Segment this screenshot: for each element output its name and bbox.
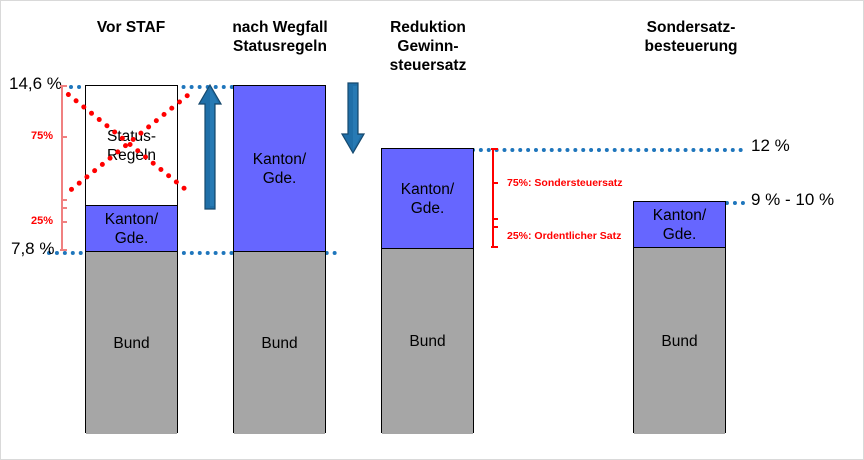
guide-label-12: 12 % [751,136,790,155]
arrow-up-icon [198,84,222,210]
column-title-sondersatz: Sondersatz- besteuerung [644,19,738,55]
bracket-mid [491,148,500,248]
bar-segment-kanton-gde: Kanton/ Gde. [634,202,725,248]
arrow-down-icon [341,82,365,154]
axis-label-top: 14,6 % [9,74,62,93]
bar-segment-bund: Bund [382,249,473,434]
bar-segment-bund: Bund [86,252,177,434]
bar-segment-kanton-gde: Kanton/ Gde. [234,86,325,252]
bar-segment-kanton-gde: Kanton/ Gde. [382,149,473,249]
bar-segment-status-regeln: Status- Regeln [86,86,177,206]
bracket-left [60,85,69,251]
bar-sondersatz: Kanton/ Gde. Bund [633,201,726,434]
bar-segment-kanton-gde: Kanton/ Gde. [86,206,177,252]
bar-reduktion: Kanton/ Gde. Bund [381,148,474,434]
bar-vor-staf: Status- Regeln Kanton/ Gde. Bund [85,85,178,434]
bracket-left-label-75: 75% [31,130,54,142]
bar-segment-bund: Bund [234,252,325,434]
column-title-nach-wegfall: nach Wegfall Statusregeln [232,19,328,55]
column-title-vor-staf: Vor STAF [96,19,166,36]
guide-label-9-10: 9 % - 10 % [751,190,835,209]
bar-segment-bund: Bund [634,248,725,434]
column-title-reduktion: Reduktion Gewinn- steuersatz [389,19,467,74]
bracket-left-label-25: 25% [31,215,54,227]
bracket-mid-label-25: 25%: Ordentlicher Satz [507,230,622,242]
bar-nach-wegfall: Kanton/ Gde. Bund [233,85,326,434]
guide-line-12 [471,148,743,152]
bracket-mid-label-75: 75%: Sondersteuersatz [507,177,623,189]
guide-line-7-8 [47,251,337,255]
axis-label-bottom: 7,8 % [11,239,55,258]
